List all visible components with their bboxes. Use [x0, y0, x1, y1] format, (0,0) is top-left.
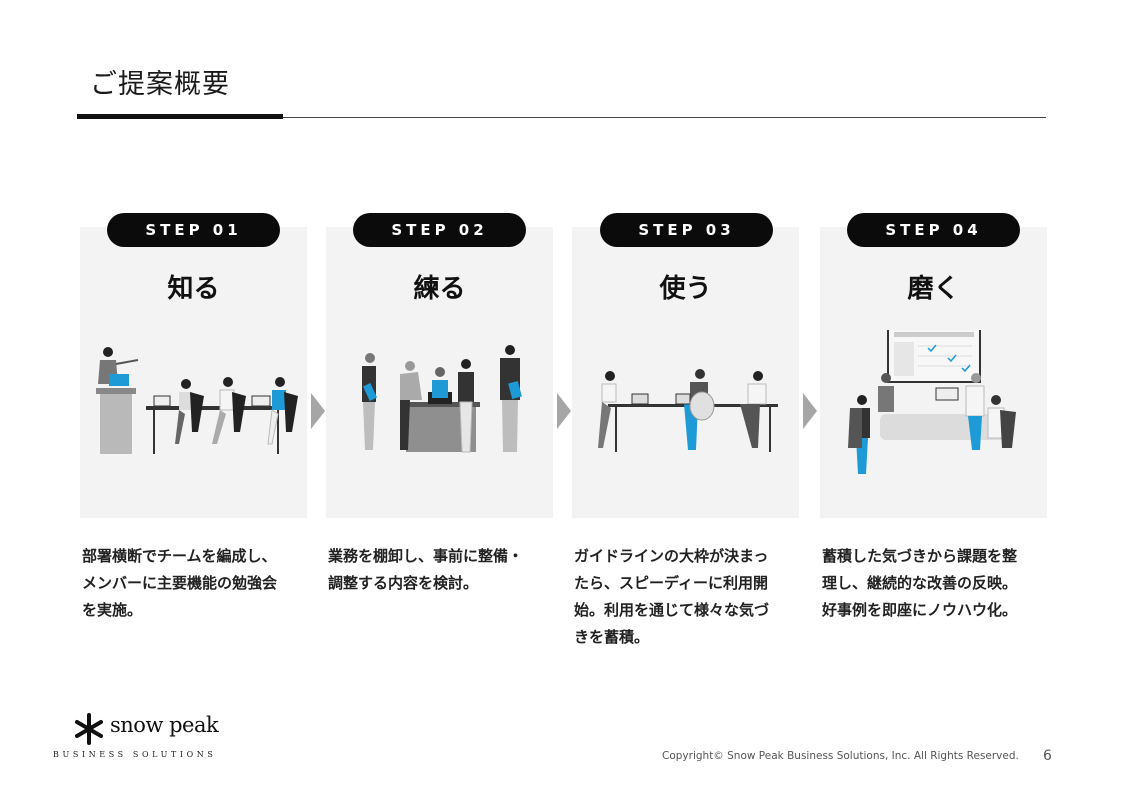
- arrow-icon: [311, 393, 325, 429]
- step-02-label: STEP 02: [353, 213, 526, 247]
- copyright-notice: Copyright© Snow Peak Business Solutions,…: [662, 750, 1019, 762]
- step-03-description: ガイドラインの大枠が決まっ たら、スピーディーに利用開 始。利用を通じて様々な気…: [574, 547, 770, 646]
- step-04-description: 蓄積した気づきから課題を整 理し、継続的な改善の反映。 好事例を即座にノウハウ化…: [822, 547, 1018, 619]
- step-01-label: STEP 01: [107, 213, 280, 247]
- step-01-heading: 知る: [167, 274, 220, 304]
- step-03-heading: 使う: [659, 274, 712, 304]
- arrow-icon: [803, 393, 817, 429]
- step-02-illustration: [362, 345, 522, 453]
- snowflake-logo-icon: [75, 713, 103, 745]
- step-03-label: STEP 03: [600, 213, 773, 247]
- step-04-heading: 磨く: [907, 274, 960, 304]
- step-04-illustration: [848, 330, 1016, 474]
- step-04-label: STEP 04: [847, 213, 1020, 247]
- arrow-icon: [557, 393, 571, 429]
- page-title: ご提案概要: [90, 69, 230, 100]
- brand-logo-subtitle: BUSINESS SOLUTIONS: [53, 750, 217, 759]
- brand-logo-text: snow peak: [110, 713, 219, 737]
- step-01-illustration: [96, 347, 298, 454]
- step-01-description: 部署横断でチームを編成し、 メンバーに主要機能の勉強会 を実施。: [82, 547, 278, 619]
- page-number: 6: [1043, 748, 1052, 764]
- title-underline: [77, 117, 1046, 118]
- title-underline-accent: [77, 114, 283, 119]
- step-01-panel: [80, 227, 307, 518]
- step-03-illustration: [598, 369, 778, 452]
- step-02-heading: 練る: [413, 274, 466, 304]
- step-02-description: 業務を棚卸し、事前に整備・ 調整する内容を検討。: [328, 547, 524, 592]
